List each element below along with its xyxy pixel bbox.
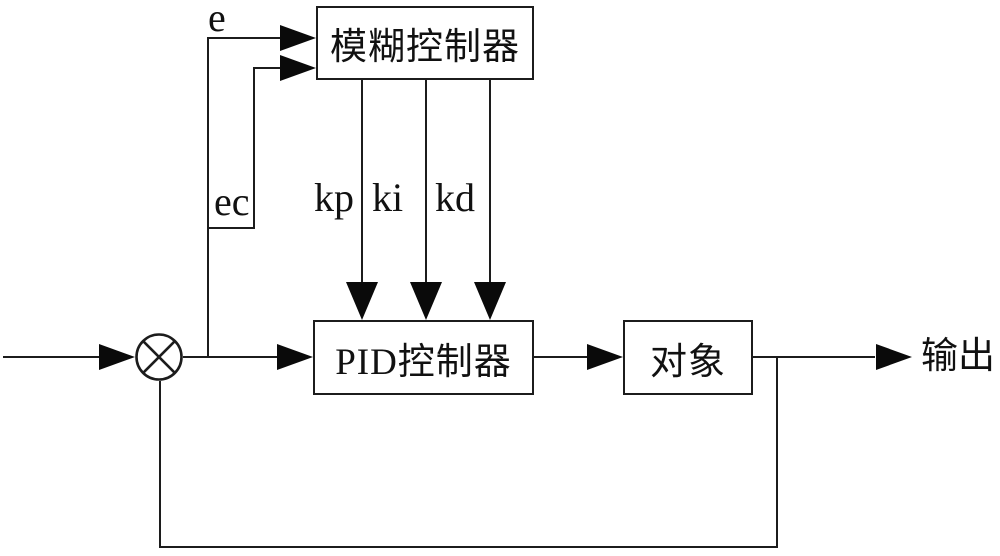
plant-label: 对象 (650, 341, 726, 383)
fuzzy-controller-label: 模糊控制器 (330, 27, 520, 68)
ec-arrowhead-icon (280, 55, 316, 81)
kp-drop-line (361, 80, 363, 284)
signal-ki-label: ki (372, 175, 404, 220)
plant-to-output-line (753, 356, 875, 358)
kp-arrowhead-icon (346, 282, 378, 320)
output-label: 输出 (921, 336, 995, 377)
feedback-right-vertical-line (776, 357, 778, 548)
ec-vertical-line (253, 67, 255, 229)
pid-controller-block: PID控制器 (313, 320, 534, 395)
sum-to-pid-line (183, 356, 277, 358)
pid-input-arrowhead-icon (277, 344, 313, 370)
pid-controller-label: PID控制器 (335, 341, 512, 383)
pid-to-plant-line (534, 356, 588, 358)
ki-drop-line (425, 80, 427, 284)
signal-kp-label: kp (314, 175, 354, 220)
kd-arrowhead-icon (474, 282, 506, 320)
e-to-fuzzy-line (207, 37, 281, 39)
e-arrowhead-icon (280, 25, 316, 51)
feedback-left-vertical-line (159, 381, 161, 548)
ec-branch-horizontal-line (207, 227, 255, 229)
plant-block: 对象 (623, 320, 753, 395)
input-line (3, 356, 99, 358)
e-branch-vertical-line (207, 38, 209, 357)
ec-to-fuzzy-line (253, 67, 281, 69)
plant-input-arrowhead-icon (587, 344, 623, 370)
output-arrowhead-icon (876, 344, 912, 370)
kd-drop-line (489, 80, 491, 284)
ki-arrowhead-icon (410, 282, 442, 320)
input-arrowhead-icon (99, 344, 135, 370)
signal-kd-label: kd (435, 175, 475, 220)
signal-ec-label: ec (214, 179, 250, 224)
summing-junction-icon (135, 333, 183, 381)
feedback-bottom-line (159, 546, 778, 548)
signal-e-label: e (208, 0, 226, 40)
fuzzy-controller-block: 模糊控制器 (316, 6, 534, 80)
